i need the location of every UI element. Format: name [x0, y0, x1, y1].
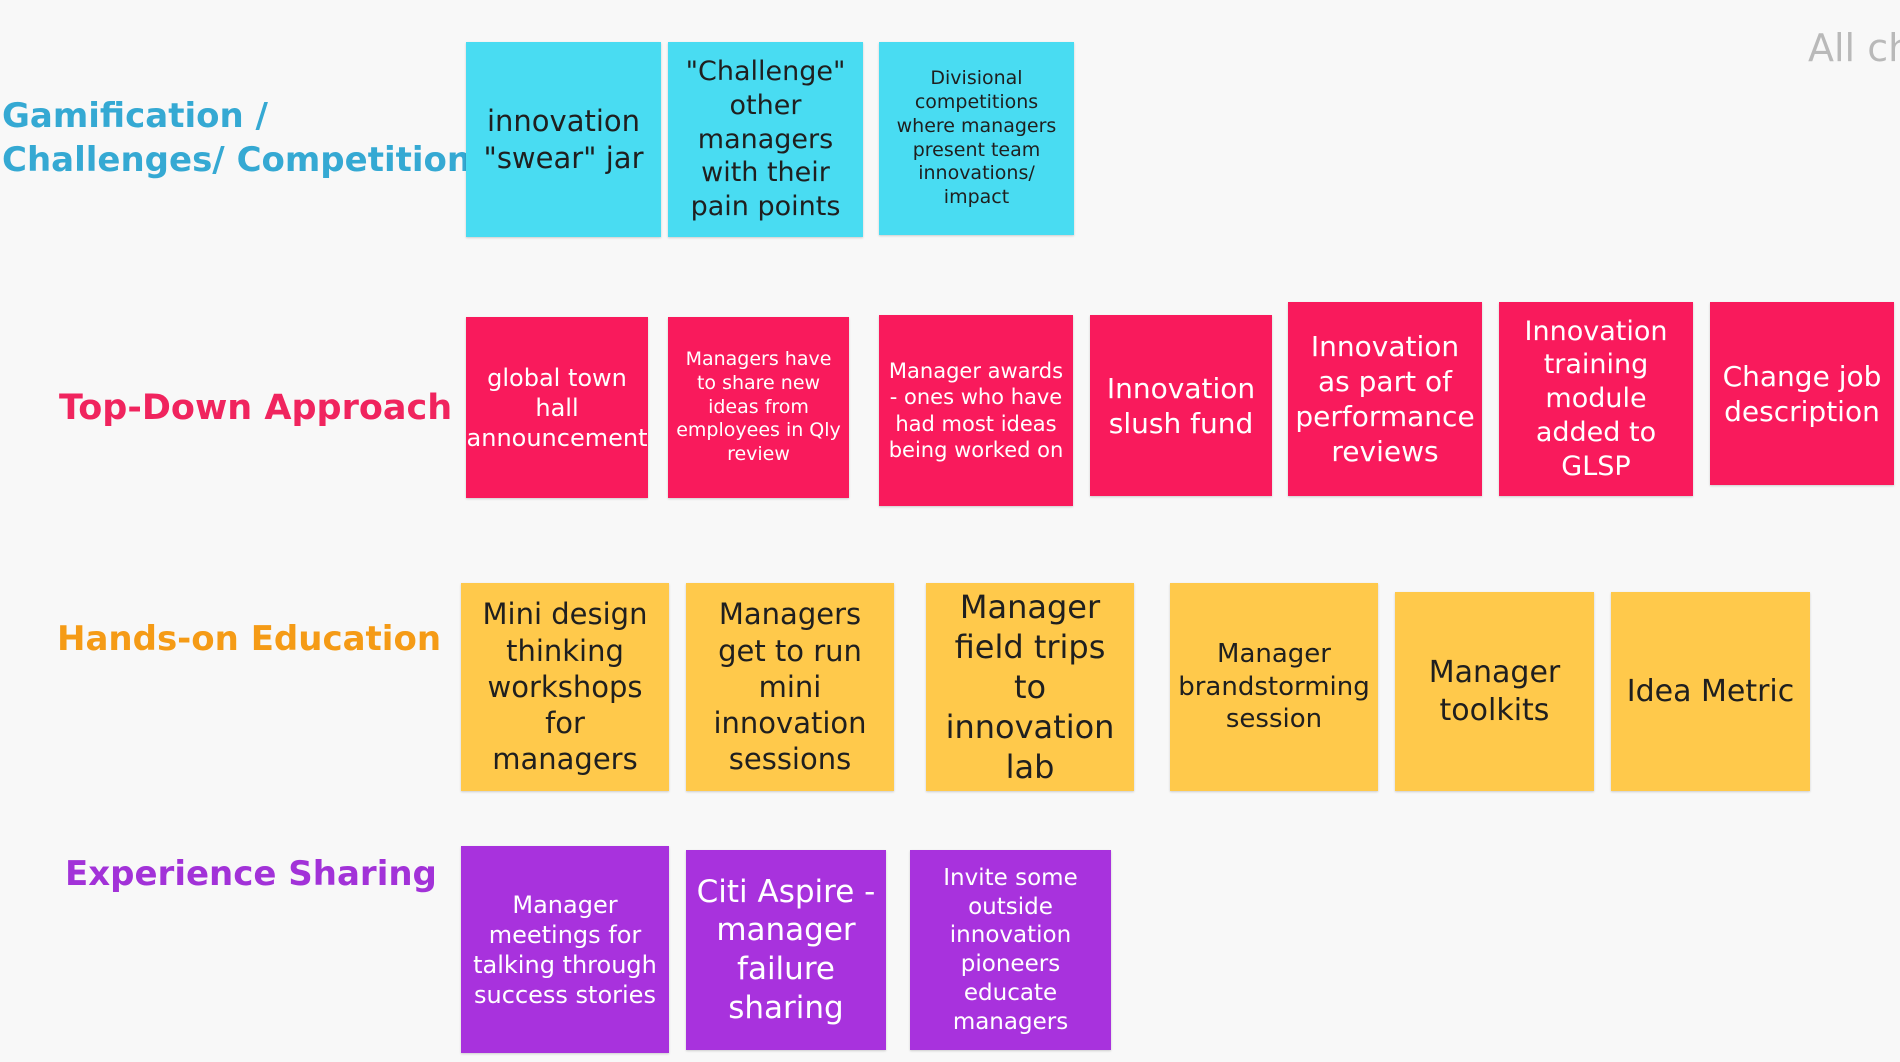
sticky-note-text: Innovation slush fund [1106, 371, 1256, 440]
corner-heading-fragment: All ch [1808, 26, 1900, 70]
sticky-note-text: Manager meetings for talking through suc… [473, 890, 657, 1009]
sticky-note-text: Managers get to run mini innovation sess… [713, 597, 867, 777]
sticky-note-manager-awards[interactable]: Manager awards - ones who have had most … [879, 315, 1073, 506]
row-label-gamification-line2: Challenges/ Competition [2, 140, 472, 181]
row-label-gamification-line1: Gamification / [2, 96, 268, 136]
sticky-note-performance-reviews[interactable]: Innovation as part of performance review… [1288, 302, 1482, 496]
sticky-note-brandstorming[interactable]: Manager brandstorming session [1170, 583, 1378, 791]
sticky-note-design-thinking[interactable]: Mini design thinking workshops for manag… [461, 583, 669, 791]
sticky-note-slush-fund[interactable]: Innovation slush fund [1090, 315, 1272, 496]
sticky-note-text: Mini design thinking workshops for manag… [482, 597, 648, 777]
sticky-note-text: Managers have to share new ideas from em… [676, 348, 841, 466]
row-label-education: Hands-on Education [57, 617, 441, 661]
sticky-note-citi-aspire[interactable]: Citi Aspire - manager failure sharing [686, 850, 886, 1050]
sticky-note-text: "Challenge" other managers with their pa… [685, 56, 846, 223]
sticky-note-mini-sessions[interactable]: Managers get to run mini innovation sess… [686, 583, 894, 791]
sticky-note-managers-share-ideas[interactable]: Managers have to share new ideas from em… [668, 317, 849, 498]
sticky-note-swear-jar[interactable]: innovation "swear" jar [466, 42, 661, 237]
sticky-note-text: Change job description [1722, 359, 1882, 428]
row-label-experience-text: Experience Sharing [65, 854, 437, 894]
sticky-note-text: Citi Aspire - manager failure sharing [696, 873, 876, 1026]
row-label-experience: Experience Sharing [65, 852, 437, 896]
sticky-note-text: Invite some outside innovation pioneers … [943, 864, 1078, 1035]
sticky-note-text: Manager awards - ones who have had most … [888, 359, 1064, 462]
sticky-note-text: global town hall announcement [466, 363, 648, 452]
sticky-note-text: Idea Metric [1626, 673, 1795, 709]
sticky-note-text: Divisional competitions where managers p… [896, 67, 1057, 208]
sticky-note-job-description[interactable]: Change job description [1710, 302, 1894, 485]
row-label-gamification: Gamification / Challenges/ Competition [2, 94, 471, 182]
sticky-note-text: Manager field trips to innovation lab [945, 588, 1115, 786]
sticky-note-success-stories[interactable]: Manager meetings for talking through suc… [461, 846, 669, 1053]
sticky-note-global-town-hall[interactable]: global town hall announcement [466, 317, 648, 498]
sticky-note-text: innovation "swear" jar [483, 104, 644, 175]
sticky-note-text: Manager toolkits [1428, 655, 1561, 728]
sticky-note-divisional-competitions[interactable]: Divisional competitions where managers p… [879, 42, 1074, 235]
sticky-note-outside-pioneers[interactable]: Invite some outside innovation pioneers … [910, 850, 1111, 1050]
sticky-note-training-module[interactable]: Innovation training module added to GLSP [1499, 302, 1693, 496]
sticky-note-toolkits[interactable]: Manager toolkits [1395, 592, 1594, 791]
sticky-note-text: Manager brandstorming session [1178, 639, 1370, 735]
row-label-top-down-text: Top-Down Approach [59, 388, 453, 428]
row-label-top-down: Top-Down Approach [59, 386, 452, 432]
sticky-note-challenge-managers[interactable]: "Challenge" other managers with their pa… [668, 42, 863, 237]
sticky-note-field-trips[interactable]: Manager field trips to innovation lab [926, 583, 1134, 791]
sticky-note-idea-metric[interactable]: Idea Metric [1611, 592, 1810, 791]
sticky-note-text: Innovation as part of performance review… [1295, 330, 1475, 468]
row-label-education-text: Hands-on Education [57, 619, 442, 659]
sticky-note-text: Innovation training module added to GLSP [1524, 315, 1668, 482]
